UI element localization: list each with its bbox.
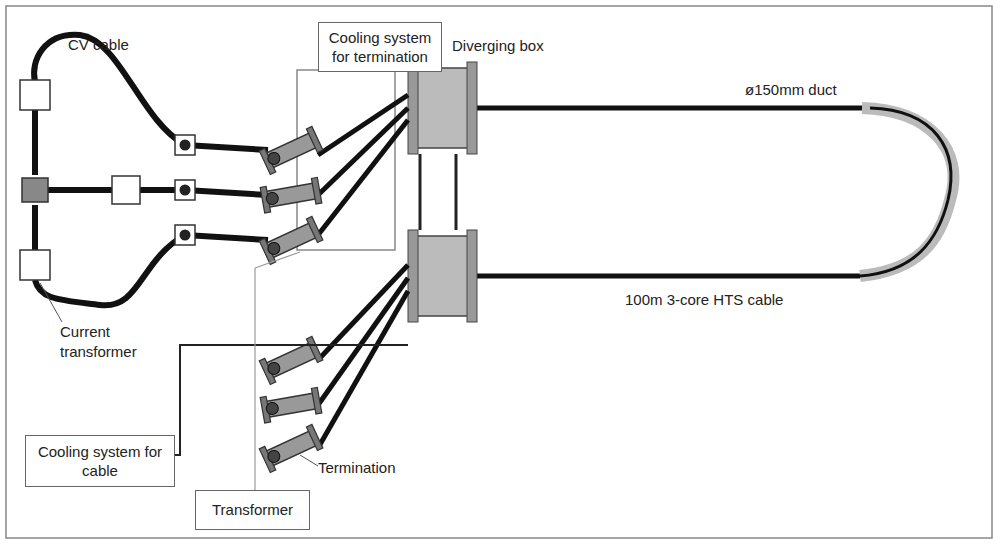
part-label: CV cable [68, 35, 129, 55]
box-text: Cooling system for cable [34, 442, 166, 481]
box-text: Transformer [212, 500, 293, 520]
transformer-box: Transformer [195, 490, 310, 530]
part-label: Termination [318, 458, 396, 478]
box-text: Cooling system for termination [327, 28, 433, 67]
cooling-box: Cooling system for cable [25, 435, 175, 487]
part-label: Current transformer [60, 322, 160, 361]
part-label: 100m 3-core HTS cable [625, 290, 783, 310]
cooling-box: Cooling system for termination [318, 22, 442, 72]
part-label: Diverging box [452, 36, 544, 56]
dimension-label: ø150mm duct [745, 80, 837, 100]
